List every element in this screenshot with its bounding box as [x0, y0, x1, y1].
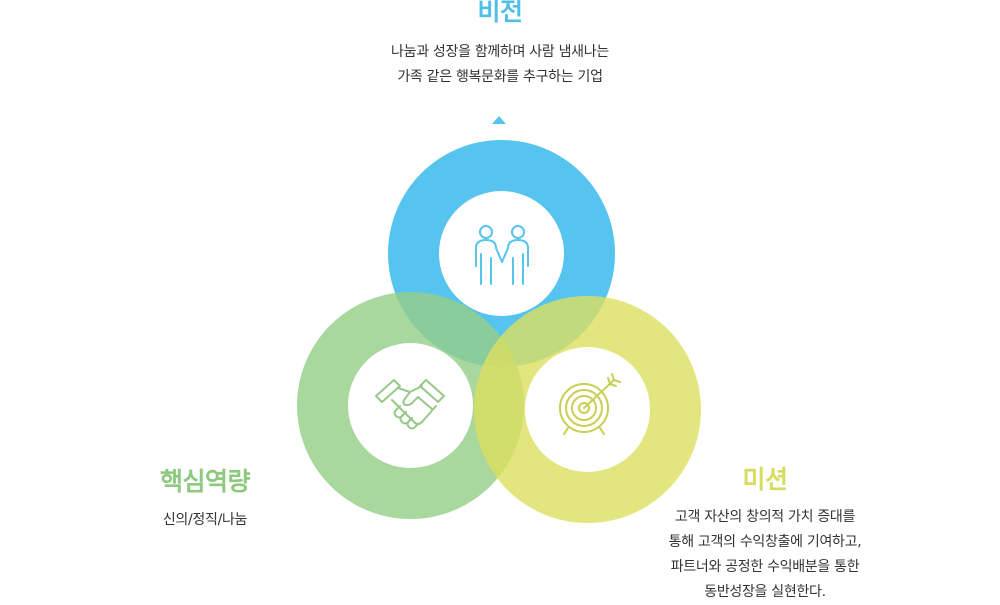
- mission-ring-center: [525, 347, 650, 472]
- mission-line-1: 고객 자산의 창의적 가치 증대를: [674, 509, 856, 525]
- people-holding-hands-icon: [475, 225, 529, 285]
- vision-ring-center: [439, 191, 564, 316]
- vision-line-1: 나눔과 성장을 함께하며 사람 냄새나는: [391, 44, 609, 60]
- mission-line-3: 파트너와 공정한 수익배분을 통한: [670, 559, 860, 575]
- core-title: 핵심역량: [159, 467, 251, 496]
- handshake-icon: [375, 379, 445, 430]
- mission-line-2: 통해 고객의 수익창출에 기여하고,: [668, 534, 862, 550]
- mission-title: 미션: [742, 465, 788, 494]
- vision-line-2: 가족 같은 행복문화를 추구하는 기업: [397, 69, 603, 85]
- mission-line-4: 동반성장을 실현한다.: [704, 584, 826, 600]
- vision-pointer-icon: [492, 116, 506, 124]
- core-ring-center: [348, 343, 473, 468]
- vision-title: 비전: [477, 0, 523, 26]
- vision-description: 나눔과 성장을 함께하며 사람 냄새나는 가족 같은 행복문화를 추구하는 기업: [330, 40, 670, 90]
- target-arrow-icon: [559, 373, 621, 435]
- mission-description: 고객 자산의 창의적 가치 증대를 통해 고객의 수익창출에 기여하고, 파트너…: [630, 505, 900, 605]
- core-description: 신의/정직/나눔: [110, 508, 300, 533]
- core-line-1: 신의/정직/나눔: [162, 512, 248, 528]
